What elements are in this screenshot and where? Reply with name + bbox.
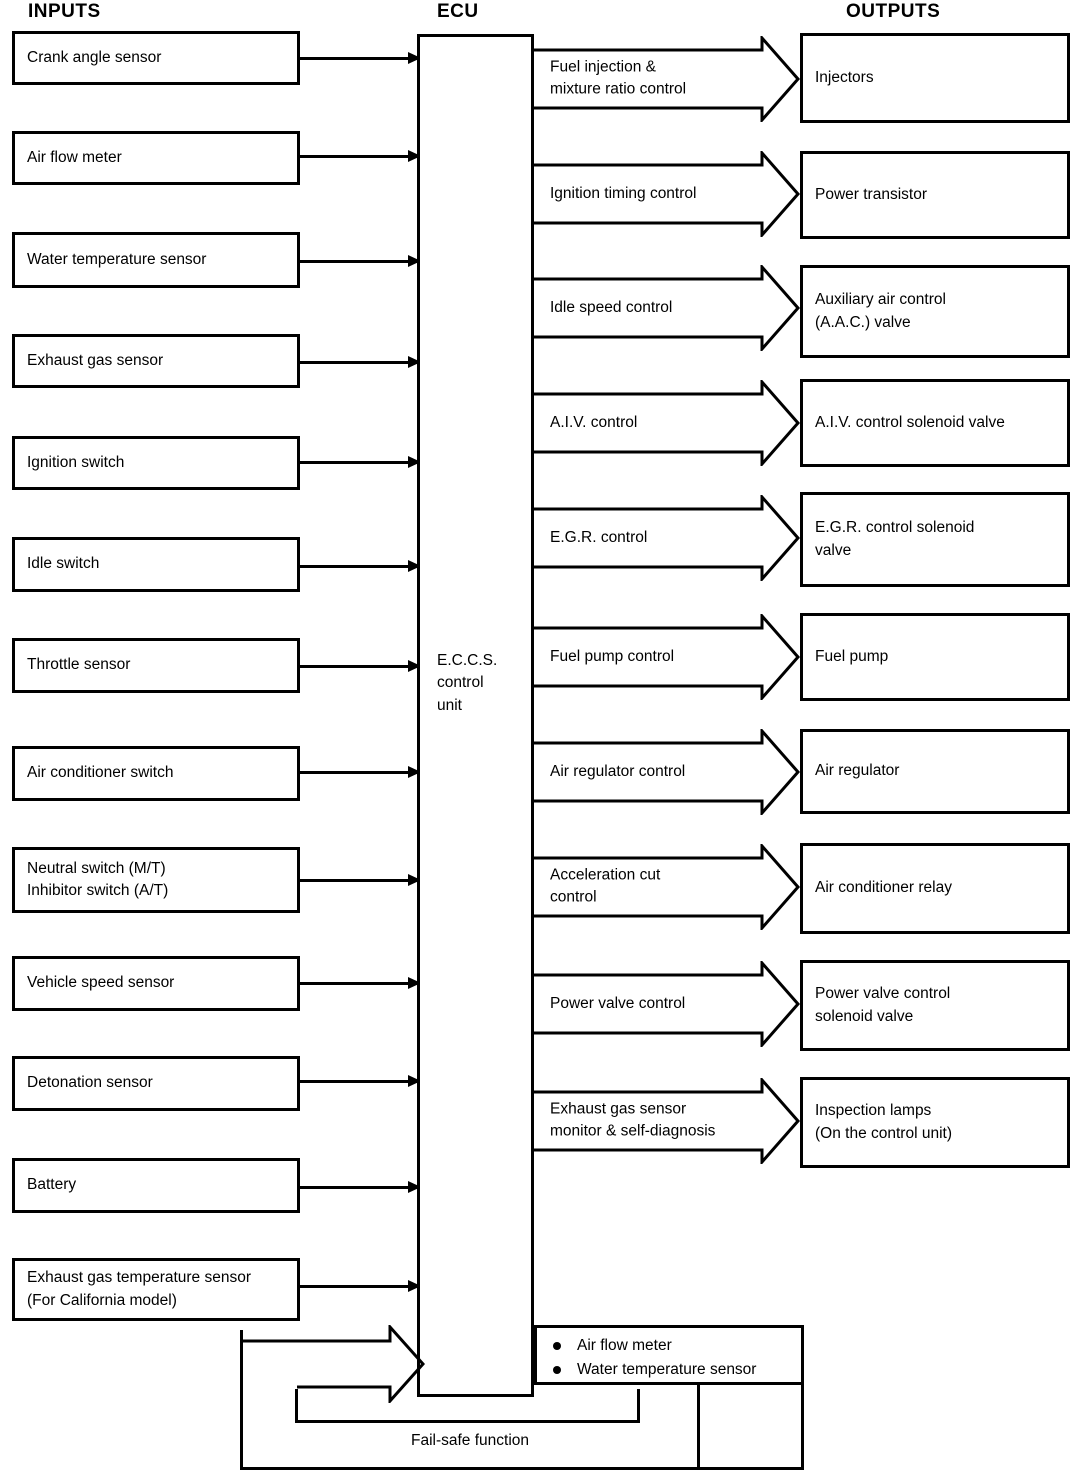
input-box: Neutral switch (M/T) Inhibitor switch (A… (12, 847, 300, 913)
ecu-control-unit-box (417, 34, 534, 1397)
control-function-arrow: Fuel injection & mixture ratio control (534, 36, 800, 122)
input-box: Throttle sensor (12, 638, 300, 693)
input-connector-arrow (300, 150, 421, 162)
control-function-label: Acceleration cut control (550, 866, 661, 906)
control-function-arrow: Acceleration cut control (534, 844, 800, 930)
output-box: Injectors (800, 33, 1070, 123)
output-box: Air conditioner relay (800, 843, 1070, 934)
input-box: Air conditioner switch (12, 746, 300, 801)
output-box-label: Auxiliary air control (A.A.C.) valve (815, 291, 946, 331)
fail-safe-function-label: Fail-safe function (410, 1432, 530, 1449)
output-box-label: Inspection lamps (On the control unit) (815, 1102, 952, 1142)
output-box-label: Power transistor (815, 185, 927, 203)
control-function-label: A.I.V. control (550, 413, 638, 431)
input-box-label: Crank angle sensor (27, 48, 162, 66)
control-function-arrow: Air regulator control (534, 729, 800, 815)
input-connector-arrow (300, 1181, 421, 1193)
control-function-label: Power valve control (550, 994, 686, 1012)
control-function-label: E.G.R. control (550, 528, 648, 546)
control-function-label: Air regulator control (550, 762, 686, 780)
output-box-label: Power valve control solenoid valve (815, 985, 951, 1025)
input-box-label: Vehicle speed sensor (27, 974, 175, 992)
control-function-label: Idle speed control (550, 298, 673, 316)
input-connector-arrow (300, 766, 421, 778)
input-connector-arrow (300, 1280, 421, 1292)
input-box: Vehicle speed sensor (12, 956, 300, 1011)
output-box-label: Fuel pump (815, 647, 889, 665)
fail-safe-bottom-connector (698, 1467, 804, 1470)
fail-safe-feedback-arrow (240, 1325, 425, 1403)
output-box: Power valve control solenoid valve (800, 960, 1070, 1051)
input-box-label: Water temperature sensor (27, 250, 207, 268)
output-box-label: A.I.V. control solenoid valve (815, 413, 1005, 431)
fail-safe-sensor-item: Water temperature sensor (551, 1358, 801, 1382)
input-connector-arrow (300, 356, 421, 368)
control-function-label: Fuel pump control (550, 647, 675, 665)
input-box-label: Exhaust gas sensor (27, 351, 164, 369)
input-box-label: Ignition switch (27, 453, 125, 471)
input-connector-arrow (300, 977, 421, 989)
control-function-arrow: Ignition timing control (534, 151, 800, 237)
input-box: Water temperature sensor (12, 232, 300, 288)
input-connector-arrow (300, 255, 421, 267)
column-heading-inputs: INPUTS (28, 1, 101, 22)
input-box: Ignition switch (12, 436, 300, 490)
control-function-label: Exhaust gas sensor monitor & self-diagno… (550, 1100, 716, 1140)
ecu-control-unit-label: E.C.C.S. control unit (437, 652, 498, 714)
input-connector-arrow (300, 52, 421, 64)
input-box: Detonation sensor (12, 1056, 300, 1111)
output-box-label: Injectors (815, 68, 874, 86)
output-box-label: E.G.R. control solenoid valve (815, 519, 975, 559)
control-function-arrow: Idle speed control (534, 265, 800, 351)
fail-safe-inner-border (295, 1389, 640, 1423)
fail-safe-right-connector (801, 1385, 804, 1470)
output-box: A.I.V. control solenoid valve (800, 379, 1070, 467)
column-heading-ecu: ECU (437, 1, 479, 22)
output-box-label: Air regulator (815, 762, 900, 780)
input-box-label: Detonation sensor (27, 1074, 153, 1092)
input-connector-arrow (300, 1075, 421, 1087)
output-box: Fuel pump (800, 613, 1070, 701)
input-box: Idle switch (12, 537, 300, 592)
output-box: Auxiliary air control (A.A.C.) valve (800, 265, 1070, 358)
fail-safe-outer-border (240, 1330, 700, 1470)
control-function-arrow: E.G.R. control (534, 495, 800, 581)
input-box-label: Air conditioner switch (27, 764, 174, 782)
input-connector-arrow (300, 560, 421, 572)
fail-safe-sensor-item: Air flow meter (551, 1334, 801, 1358)
control-function-arrow: Exhaust gas sensor monitor & self-diagno… (534, 1078, 800, 1164)
input-connector-arrow (300, 874, 421, 886)
input-box-label: Neutral switch (M/T) Inhibitor switch (A… (27, 859, 169, 899)
input-box-label: Battery (27, 1176, 77, 1194)
control-function-arrow: Power valve control (534, 961, 800, 1047)
input-box-label: Exhaust gas temperature sensor (For Cali… (27, 1269, 252, 1309)
input-box: Air flow meter (12, 131, 300, 185)
output-box-label: Air conditioner relay (815, 879, 952, 897)
control-function-arrow: A.I.V. control (534, 380, 800, 466)
output-box: Air regulator (800, 729, 1070, 814)
control-function-label: Fuel injection & mixture ratio control (550, 58, 687, 98)
input-box: Battery (12, 1158, 300, 1213)
input-connector-arrow (300, 660, 421, 672)
control-function-label: Ignition timing control (550, 184, 697, 202)
input-box-label: Throttle sensor (27, 656, 131, 674)
input-box: Crank angle sensor (12, 31, 300, 85)
output-box: Inspection lamps (On the control unit) (800, 1077, 1070, 1168)
column-heading-outputs: OUTPUTS (846, 1, 941, 22)
output-box: E.G.R. control solenoid valve (800, 492, 1070, 587)
input-box: Exhaust gas temperature sensor (For Cali… (12, 1258, 300, 1321)
output-box: Power transistor (800, 151, 1070, 239)
input-box-label: Idle switch (27, 555, 100, 573)
input-box-label: Air flow meter (27, 148, 122, 166)
control-function-arrow: Fuel pump control (534, 614, 800, 700)
input-box: Exhaust gas sensor (12, 334, 300, 388)
input-connector-arrow (300, 456, 421, 468)
